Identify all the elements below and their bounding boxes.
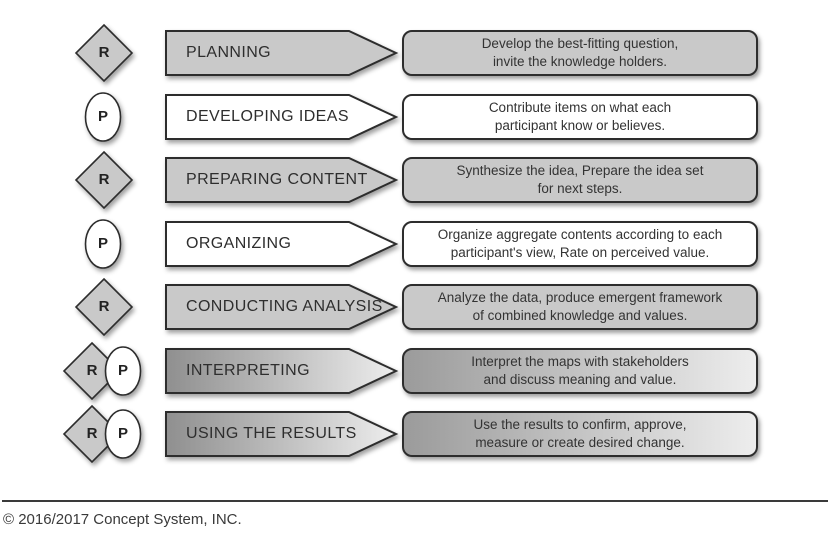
description-line-2: for next steps. xyxy=(537,181,623,196)
description-line-1: Analyze the data, produce emergent frame… xyxy=(437,290,723,306)
stage-description: Develop the best-fitting question, invit… xyxy=(402,30,758,76)
stage-description: Analyze the data, produce emergent frame… xyxy=(402,284,758,330)
stage-label: PREPARING CONTENT xyxy=(186,171,368,188)
marker-letter-p: P xyxy=(97,235,108,252)
stage-arrow: USING THE RESULTS xyxy=(165,410,399,458)
row-role-markers: P xyxy=(0,219,160,269)
arrow-shape xyxy=(165,348,399,394)
participant-ellipse-icon xyxy=(104,346,142,396)
participant-ellipse-icon xyxy=(104,409,142,459)
description-line-1: Synthesize the idea, Prepare the idea se… xyxy=(456,163,704,179)
marker-letter-r: R xyxy=(98,298,110,315)
stage-arrow: ORGANIZING xyxy=(165,220,399,268)
marker-letter-p: P xyxy=(117,362,128,379)
description-line-1: Organize aggregate contents according to… xyxy=(437,227,723,243)
arrow-shape xyxy=(165,284,399,330)
stage-label: PLANNING xyxy=(186,44,271,61)
row-role-markers: R xyxy=(0,150,160,210)
stage-arrow: CONDUCTING ANALYSIS xyxy=(165,283,399,331)
description-line-2: and discuss meaning and value. xyxy=(483,372,677,387)
stage-label: DEVELOPING IDEAS xyxy=(186,108,349,125)
arrow-shape xyxy=(165,157,399,203)
marker-letter-r: R xyxy=(86,362,98,379)
process-row: R PLANNING Develop the best-fitting ques… xyxy=(0,23,835,83)
row-role-markers: R xyxy=(0,277,160,337)
participant-ellipse-icon xyxy=(84,92,122,142)
row-role-markers: R xyxy=(0,23,160,83)
stage-label: INTERPRETING xyxy=(186,362,310,379)
stage-label: ORGANIZING xyxy=(186,235,292,252)
marker-letter-r: R xyxy=(86,425,98,442)
description-line-1: Interpret the maps with stakeholders xyxy=(471,354,689,370)
stage-description: Contribute items on what each participan… xyxy=(402,94,758,140)
stage-arrow: DEVELOPING IDEAS xyxy=(165,93,399,141)
process-row: P ORGANIZING Organize aggregate contents… xyxy=(0,219,835,269)
description-line-1: Develop the best-fitting question, xyxy=(481,36,679,52)
description-line-1: Contribute items on what each xyxy=(488,100,672,116)
description-line-1: Use the results to confirm, approve, xyxy=(473,417,687,433)
stage-description: Use the results to confirm, approve, mea… xyxy=(402,411,758,457)
description-line-2: participant's view, Rate on perceived va… xyxy=(450,245,710,260)
description-line-2: participant know or believes. xyxy=(494,118,666,133)
process-row: R CONDUCTING ANALYSIS Analyze the data, … xyxy=(0,277,835,337)
researcher-diamond-icon xyxy=(74,277,134,337)
description-line-2: invite the knowledge holders. xyxy=(492,54,668,69)
row-role-markers: P xyxy=(0,92,160,142)
researcher-diamond-icon xyxy=(74,150,134,210)
marker-letter-r: R xyxy=(98,171,110,188)
footer-divider xyxy=(2,500,828,502)
arrow-shape xyxy=(165,94,399,140)
stage-arrow: PREPARING CONTENT xyxy=(165,156,399,204)
stage-description: Synthesize the idea, Prepare the idea se… xyxy=(402,157,758,203)
arrow-shape xyxy=(165,30,399,76)
process-row: R PREPARING CONTENT Synthesize the idea,… xyxy=(0,150,835,210)
marker-letter-r: R xyxy=(98,44,110,61)
arrow-shape xyxy=(165,221,399,267)
marker-letter-p: P xyxy=(117,425,128,442)
stage-description: Interpret the maps with stakeholders and… xyxy=(402,348,758,394)
arrow-shape xyxy=(165,411,399,457)
stage-arrow: INTERPRETING xyxy=(165,347,399,395)
researcher-diamond-icon xyxy=(74,23,134,83)
process-row: P DEVELOPING IDEAS Contribute items on w… xyxy=(0,92,835,142)
description-line-2: measure or create desired change. xyxy=(475,435,685,450)
stage-label: USING THE RESULTS xyxy=(186,425,357,442)
stage-description: Organize aggregate contents according to… xyxy=(402,221,758,267)
participant-ellipse-icon xyxy=(84,219,122,269)
description-line-2: of combined knowledge and values. xyxy=(472,308,688,323)
copyright-text: © 2016/2017 Concept System, INC. xyxy=(3,511,242,528)
marker-letter-p: P xyxy=(97,108,108,125)
stage-arrow: PLANNING xyxy=(165,29,399,77)
stage-label: CONDUCTING ANALYSIS xyxy=(186,298,383,315)
